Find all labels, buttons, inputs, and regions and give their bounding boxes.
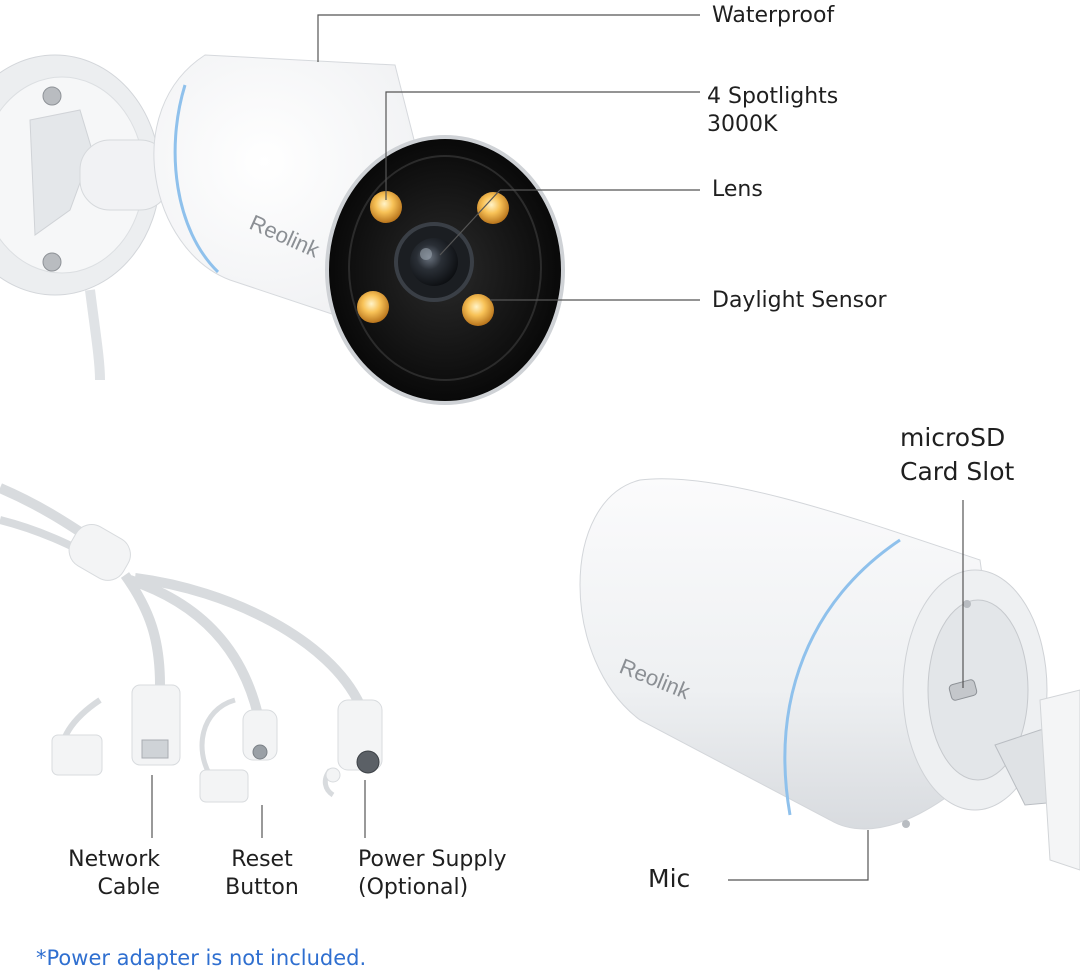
label-power-supply-line1: Power Supply — [358, 847, 507, 872]
spotlight-leds — [357, 191, 509, 326]
label-microsd: microSD Card Slot — [900, 421, 1014, 489]
lens — [394, 222, 474, 302]
label-mic: Mic — [648, 862, 690, 896]
label-reset-button-line1: Reset — [231, 847, 293, 872]
label-microsd-line2: Card Slot — [900, 457, 1015, 486]
label-network-cable-line2: Cable — [97, 875, 160, 900]
label-network-cable: Network Cable — [60, 846, 160, 902]
label-reset-button: Reset Button — [212, 846, 312, 902]
label-daylight-sensor-text: Daylight Sensor — [712, 288, 887, 313]
camera-rear-body — [579, 478, 1080, 871]
label-power-supply-line2: (Optional) — [358, 875, 469, 900]
camera-top-body — [153, 54, 565, 405]
label-spotlights-line1: 4 Spotlights — [707, 84, 839, 109]
label-waterproof: Waterproof — [712, 2, 834, 30]
leader-lines-cables — [151, 775, 366, 838]
label-spotlights: 4 Spotlights 3000K — [707, 83, 838, 139]
label-reset-button-line2: Button — [225, 875, 299, 900]
label-waterproof-text: Waterproof — [712, 3, 835, 28]
label-microsd-line1: microSD — [900, 423, 1006, 452]
leader-lines-top — [317, 14, 700, 301]
label-power-supply: Power Supply (Optional) — [358, 846, 506, 902]
label-network-cable-line1: Network — [68, 847, 160, 872]
cable-assembly — [0, 483, 383, 803]
label-spotlights-line2: 3000K — [707, 112, 778, 137]
leader-lines-rear — [728, 500, 964, 881]
label-lens-text: Lens — [712, 177, 763, 202]
label-lens: Lens — [712, 176, 763, 204]
label-daylight-sensor: Daylight Sensor — [712, 287, 887, 315]
label-mic-text: Mic — [648, 864, 691, 893]
footnote-power-adapter: *Power adapter is not included. — [36, 946, 367, 970]
wall-mount — [0, 54, 171, 381]
